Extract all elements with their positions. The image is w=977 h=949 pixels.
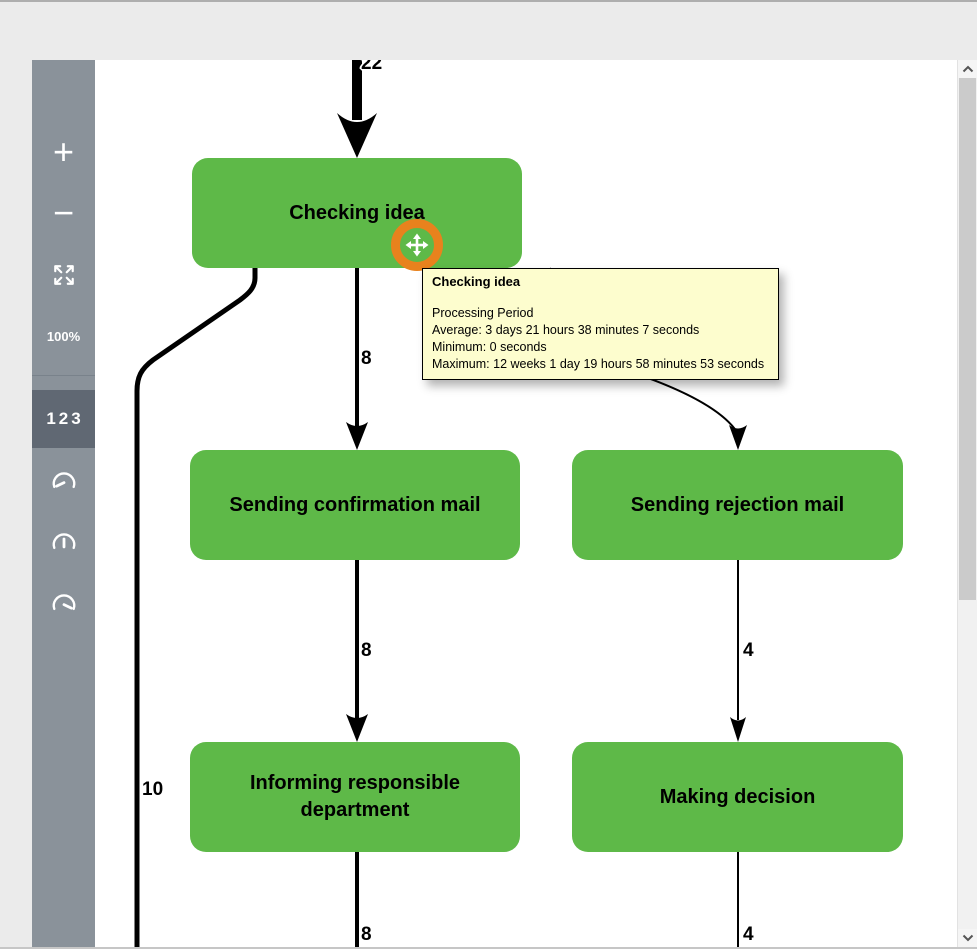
node-sending-rejection-mail[interactable]: Sending rejection mail	[572, 450, 903, 560]
zoom-level-indicator: 100%	[46, 328, 81, 344]
zoom-in-button[interactable]: +	[52, 131, 75, 172]
chevron-up-icon	[962, 65, 973, 73]
edge-check-reject-arrowhead	[729, 425, 747, 450]
edge-left-loop	[134, 268, 258, 947]
edge-label-check-confirm: 8	[361, 348, 372, 369]
window-top-border	[0, 0, 977, 2]
activity-tooltip: Checking idea Processing Period Average:…	[422, 268, 779, 380]
edge-incoming-arrowhead	[337, 113, 377, 158]
move-cursor-icon	[405, 233, 429, 257]
edge-label-reject-decision: 4	[743, 640, 754, 661]
tooltip-title: Checking idea	[432, 274, 521, 289]
toolbar-sidebar: + − 100% 123	[32, 60, 95, 947]
edge-reject-decision-arrowhead	[730, 717, 746, 742]
node-informing-responsible-department[interactable]: Informing responsible department	[190, 742, 520, 852]
edge-check-confirm-arrowhead	[346, 422, 368, 450]
sidebar-divider	[32, 375, 95, 376]
tooltip-average: Average: 3 days 21 hours 38 minutes 7 se…	[432, 323, 700, 337]
chevron-down-icon	[962, 934, 973, 942]
throughput-avg-button[interactable]	[32, 526, 95, 558]
case-frequency-button[interactable]: 123	[32, 390, 95, 448]
gauge-low-icon	[52, 472, 75, 489]
edge-label-confirm-inform: 8	[361, 640, 372, 661]
node-making-decision[interactable]: Making decision	[572, 742, 903, 852]
tooltip-minimum: Minimum: 0 seconds	[432, 340, 547, 354]
process-diagram-canvas[interactable]: 22 8 10 8 4 8 4 Checking idea Sending co…	[95, 60, 957, 947]
node-checking-idea[interactable]: Checking idea	[192, 158, 522, 268]
tooltip-maximum: Maximum: 12 weeks 1 day 19 hours 58 minu…	[432, 357, 765, 371]
edge-confirm-inform-arrowhead	[346, 714, 368, 742]
throughput-max-button[interactable]	[32, 587, 95, 619]
gauge-high-icon	[52, 594, 75, 611]
expand-icon	[53, 265, 74, 285]
scroll-down-button[interactable]	[958, 929, 977, 947]
edge-label-incoming: 22	[361, 60, 383, 74]
scroll-up-button[interactable]	[958, 60, 977, 78]
node-sending-confirmation-mail[interactable]: Sending confirmation mail	[190, 450, 520, 560]
zoom-out-button[interactable]: −	[52, 192, 75, 233]
edge-label-left-loop: 10	[142, 779, 164, 800]
throughput-min-button[interactable]	[32, 465, 95, 497]
edge-label-inform-out: 8	[361, 924, 372, 945]
vertical-scrollbar[interactable]	[957, 60, 977, 947]
gauge-mid-icon	[52, 533, 75, 550]
edge-label-decision-out: 4	[743, 924, 754, 945]
tooltip-section-label: Processing Period	[432, 306, 534, 320]
scrollbar-thumb[interactable]	[959, 78, 976, 600]
window-bottom-border	[0, 947, 977, 949]
fit-to-screen-button[interactable]	[32, 253, 95, 297]
move-cursor-badge[interactable]	[391, 219, 443, 271]
